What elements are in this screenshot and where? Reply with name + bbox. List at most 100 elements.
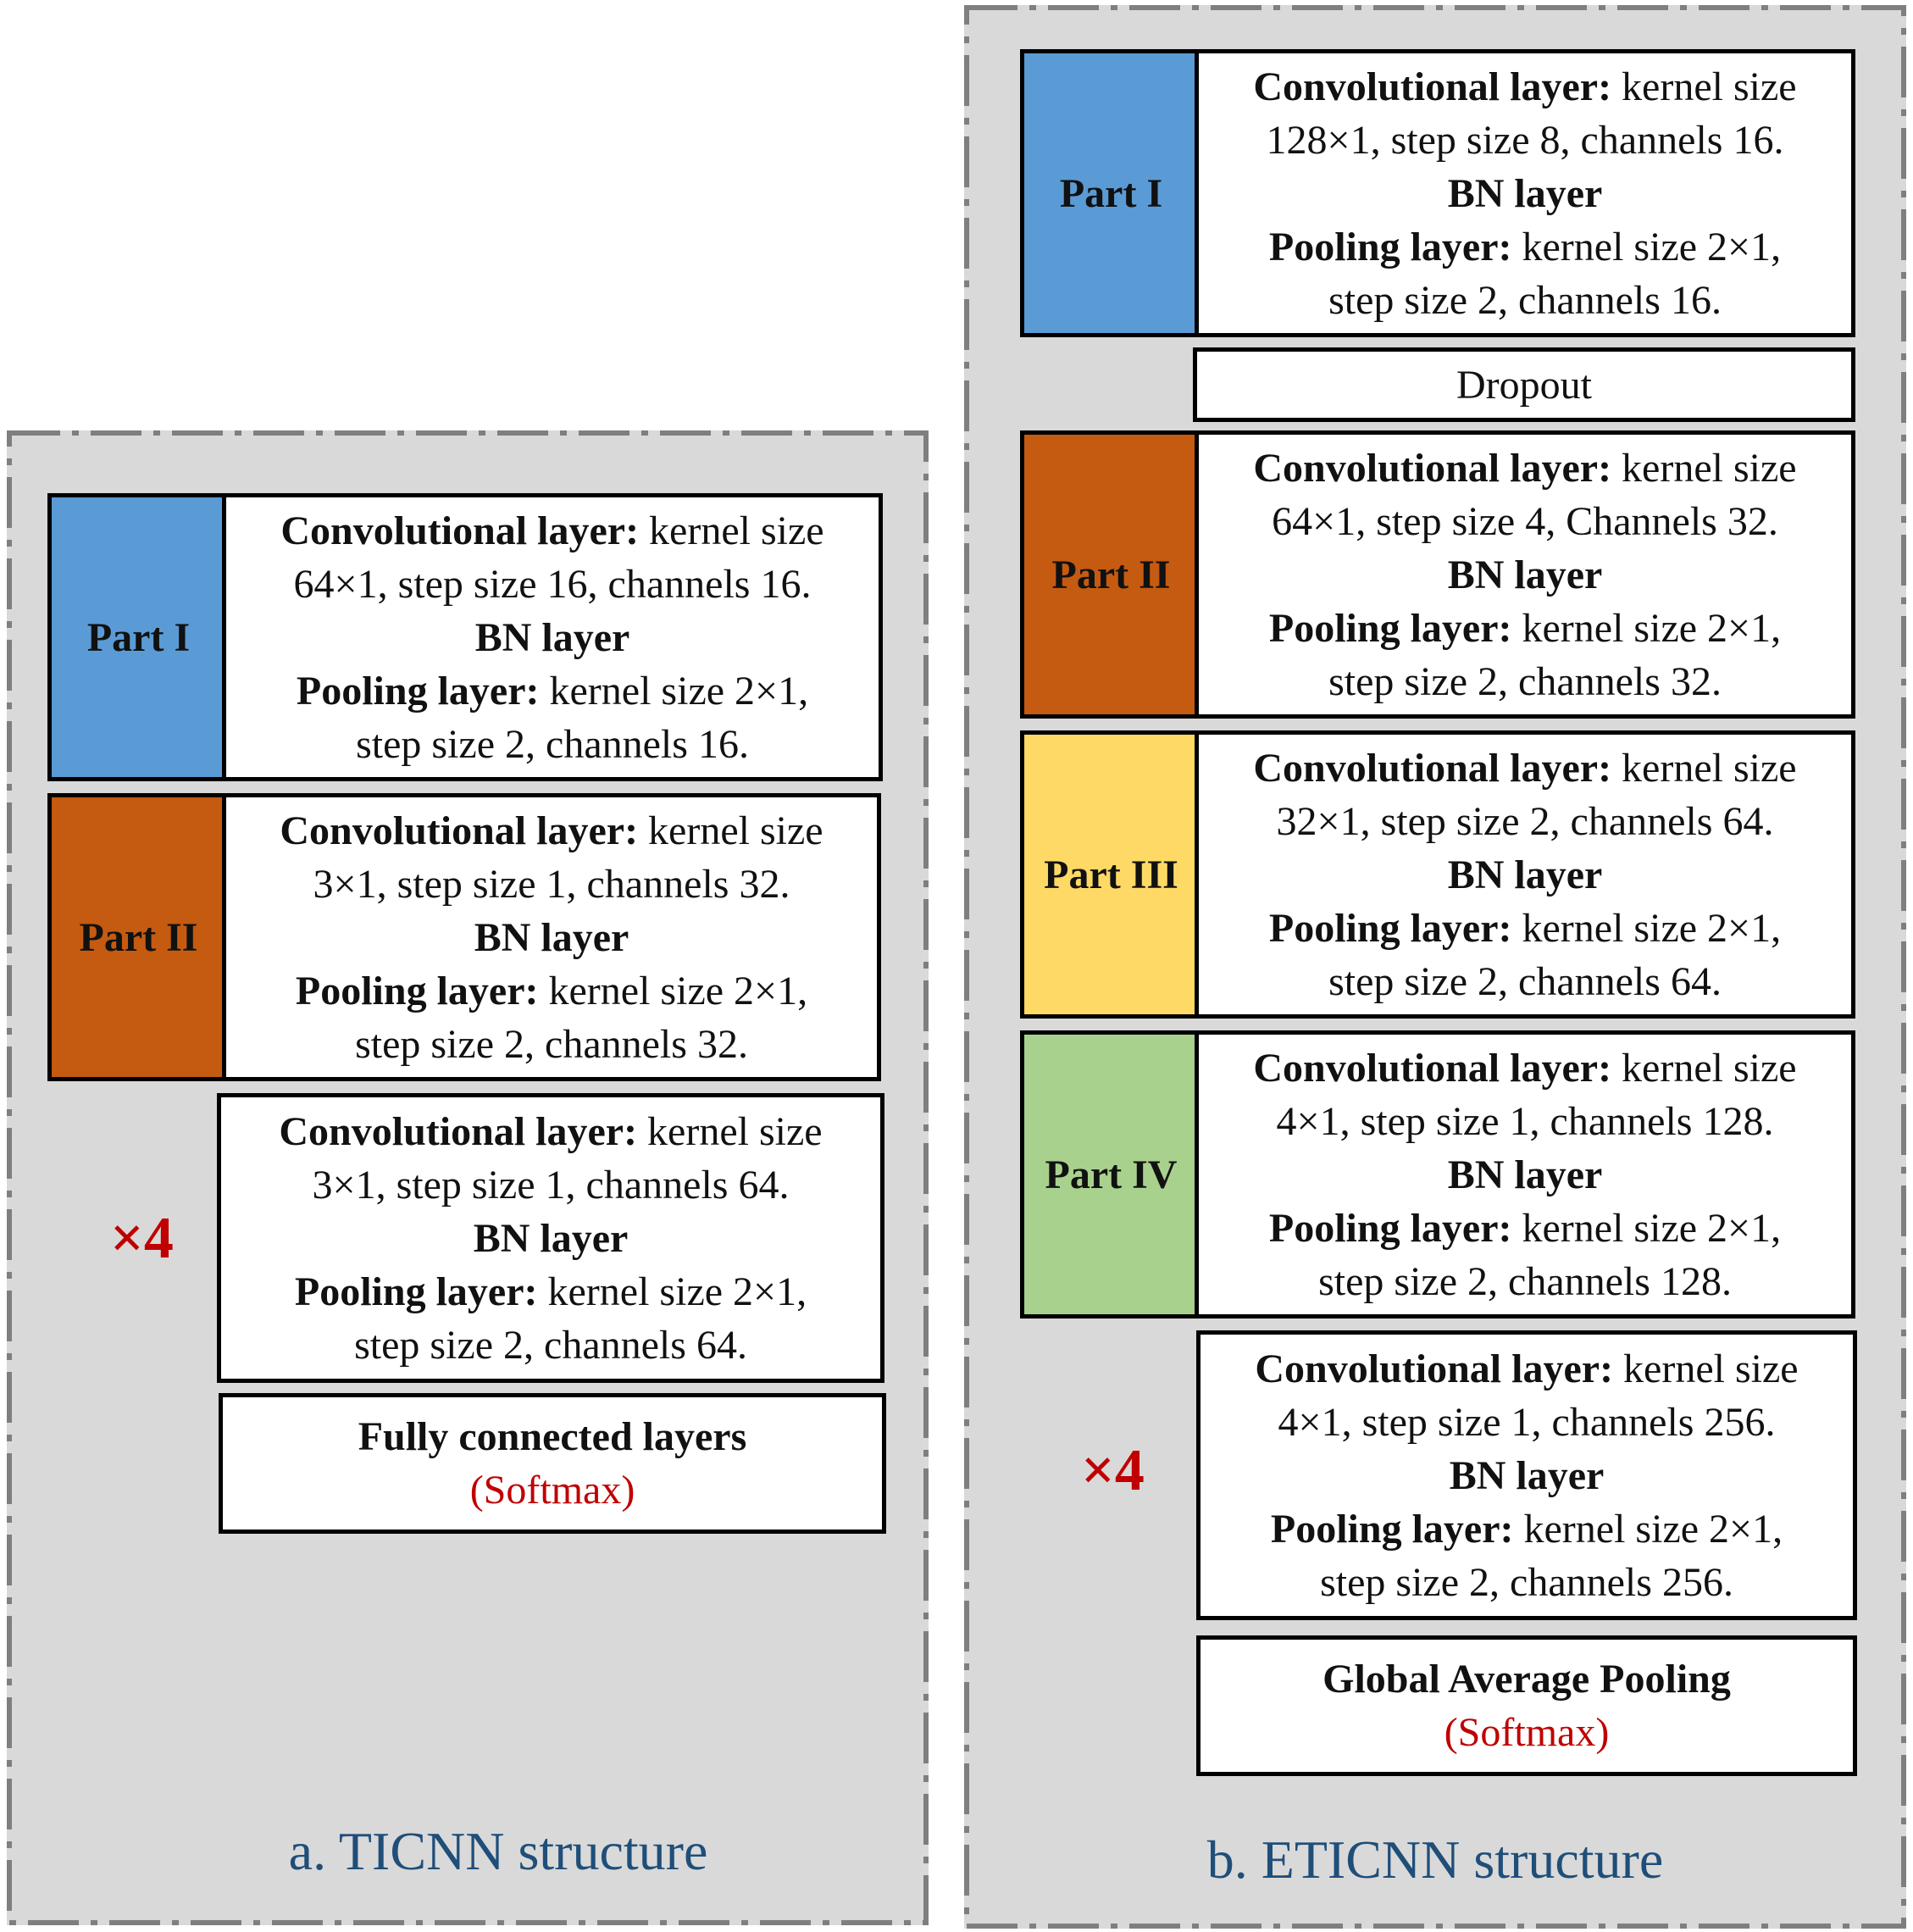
text-span: Convolutional layer:	[279, 1108, 638, 1154]
text-span: Pooling layer:	[1270, 1506, 1514, 1552]
text-span: kernel size 2×1,	[1511, 1205, 1782, 1251]
panel-a-caption: a. TICNN structure	[288, 1821, 708, 1881]
bn-line: BN layer	[1447, 852, 1603, 897]
conv-line: Convolutional layer: kernel size	[280, 804, 823, 858]
panel-b-dropout-box: Dropout	[1193, 347, 1855, 422]
text-span: kernel size 2×1,	[1513, 1506, 1783, 1552]
pool-params: step size 2, channels 64.	[354, 1322, 747, 1368]
text-span: kernel size 2×1,	[538, 968, 808, 1013]
text-span: Convolutional layer:	[1253, 1045, 1612, 1091]
conv-line: Convolutional layer: kernel size	[1255, 1342, 1798, 1396]
panel-b-part-3-label: Part III	[1020, 730, 1198, 1019]
text-span: Pooling layer:	[1268, 1205, 1512, 1251]
text-span: Pooling layer:	[296, 668, 540, 713]
pool-line: Pooling layer: kernel size 2×1,	[1271, 1502, 1783, 1556]
panel-b-part-4-label: Part IV	[1020, 1030, 1198, 1319]
pool-line: Pooling layer: kernel size 2×1,	[297, 664, 808, 718]
text-span: Part II	[1051, 552, 1171, 597]
text-span: Pooling layer:	[1268, 224, 1512, 269]
text-span: kernel size	[1611, 1045, 1797, 1091]
panel-b-part-2-box: Convolutional layer: kernel size 64×1, s…	[1195, 430, 1855, 719]
text-span: kernel size	[638, 808, 823, 853]
panel-a-part-2-label: Part II	[47, 793, 225, 1081]
text-span: kernel size	[639, 508, 824, 553]
conv-params: 64×1, step size 4, Channels 32.	[1272, 498, 1778, 544]
text-span: Convolutional layer:	[1255, 1346, 1614, 1391]
text-span: kernel size 2×1,	[537, 1269, 807, 1314]
bn-line: BN layer	[474, 614, 630, 660]
text-span: Pooling layer:	[1268, 605, 1512, 651]
conv-params: 4×1, step size 1, channels 128.	[1276, 1098, 1774, 1144]
conv-params: 32×1, step size 2, channels 64.	[1276, 798, 1774, 844]
bn-line: BN layer	[1447, 170, 1603, 216]
conv-params: 3×1, step size 1, channels 32.	[313, 861, 790, 907]
text-span: kernel size 2×1,	[1511, 905, 1782, 951]
final-subtitle: (Softmax)	[469, 1468, 635, 1513]
text-span: Convolutional layer:	[1253, 64, 1612, 109]
text-span: Pooling layer:	[295, 968, 539, 1013]
text-span: Convolutional layer:	[1253, 745, 1612, 791]
text-span: Pooling layer:	[1268, 905, 1512, 951]
panel-a-repeat-box: Convolutional layer: kernel size 3×1, st…	[217, 1093, 884, 1383]
text-span: Part I	[1059, 170, 1163, 216]
text-span: kernel size 2×1,	[539, 668, 809, 713]
final-subtitle: (Softmax)	[1444, 1710, 1610, 1755]
panel-b-repeat-multiplier: ×4	[1081, 1438, 1145, 1503]
panel-b-final-box: Global Average Pooling (Softmax)	[1196, 1635, 1857, 1776]
final-title: Fully connected layers	[358, 1414, 747, 1459]
conv-line: Convolutional layer: kernel size	[279, 1105, 822, 1158]
text-span: kernel size 2×1,	[1511, 605, 1782, 651]
bn-line: BN layer	[474, 914, 629, 960]
text-span: kernel size	[637, 1108, 823, 1154]
conv-line: Convolutional layer: kernel size	[1253, 441, 1796, 495]
pool-params: step size 2, channels 16.	[356, 721, 749, 767]
pool-line: Pooling layer: kernel size 2×1,	[1269, 602, 1781, 655]
text-span: Convolutional layer:	[1253, 445, 1612, 491]
panel-b-part-1-box: Convolutional layer: kernel size 128×1, …	[1195, 49, 1855, 337]
conv-line: Convolutional layer: kernel size	[1253, 60, 1796, 114]
bn-line: BN layer	[1449, 1452, 1605, 1498]
panel-b-part-2-label: Part II	[1020, 430, 1198, 719]
conv-line: Convolutional layer: kernel size	[1253, 1041, 1796, 1095]
panel-a-repeat-multiplier: ×4	[110, 1206, 174, 1271]
text-span: kernel size	[1611, 745, 1797, 791]
text-span: kernel size	[1611, 445, 1797, 491]
text-span: Part II	[79, 914, 198, 960]
panel-b-repeat-box: Convolutional layer: kernel size 4×1, st…	[1196, 1330, 1857, 1620]
final-title: Global Average Pooling	[1322, 1657, 1731, 1702]
text-span: Part IV	[1045, 1152, 1178, 1197]
panel-a-part-2-box: Convolutional layer: kernel size 3×1, st…	[222, 793, 881, 1081]
text-span: Convolutional layer:	[280, 808, 639, 853]
pool-line: Pooling layer: kernel size 2×1,	[1269, 220, 1781, 274]
dropout-label: Dropout	[1456, 362, 1592, 408]
pool-line: Pooling layer: kernel size 2×1,	[296, 964, 807, 1018]
panel-b-part-1-label: Part I	[1020, 49, 1198, 337]
conv-params: 4×1, step size 1, channels 256.	[1278, 1399, 1776, 1445]
bn-line: BN layer	[1447, 1152, 1603, 1197]
panel-a-part-1-label: Part I	[47, 493, 225, 781]
panel-b-caption: b. ETICNN structure	[1206, 1829, 1664, 1890]
pool-params: step size 2, channels 64.	[1328, 958, 1722, 1004]
panel-a-part-1-box: Convolutional layer: kernel size 64×1, s…	[222, 493, 883, 781]
bn-line: BN layer	[1447, 552, 1603, 597]
text-span: kernel size	[1611, 64, 1797, 109]
pool-params: step size 2, channels 32.	[1328, 658, 1722, 704]
text-span: kernel size 2×1,	[1511, 224, 1782, 269]
panel-b-part-3-box: Convolutional layer: kernel size 32×1, s…	[1195, 730, 1855, 1019]
text-span: Part I	[86, 614, 191, 660]
text-span: kernel size	[1613, 1346, 1799, 1391]
conv-params: 64×1, step size 16, channels 16.	[293, 561, 812, 607]
bn-line: BN layer	[473, 1215, 629, 1261]
conv-line: Convolutional layer: kernel size	[1253, 741, 1796, 795]
text-span: Part III	[1044, 852, 1178, 897]
conv-params: 128×1, step size 8, channels 16.	[1266, 117, 1784, 163]
panel-b-part-4-box: Convolutional layer: kernel size 4×1, st…	[1195, 1030, 1855, 1319]
pool-line: Pooling layer: kernel size 2×1,	[1269, 902, 1781, 955]
pool-params: step size 2, channels 128.	[1318, 1258, 1732, 1304]
panel-a-final-box: Fully connected layers (Softmax)	[219, 1393, 886, 1534]
pool-line: Pooling layer: kernel size 2×1,	[1269, 1202, 1781, 1255]
pool-params: step size 2, channels 16.	[1328, 277, 1722, 323]
text-span: Convolutional layer:	[280, 508, 640, 553]
text-span: Pooling layer:	[294, 1269, 538, 1314]
pool-line: Pooling layer: kernel size 2×1,	[295, 1265, 807, 1319]
